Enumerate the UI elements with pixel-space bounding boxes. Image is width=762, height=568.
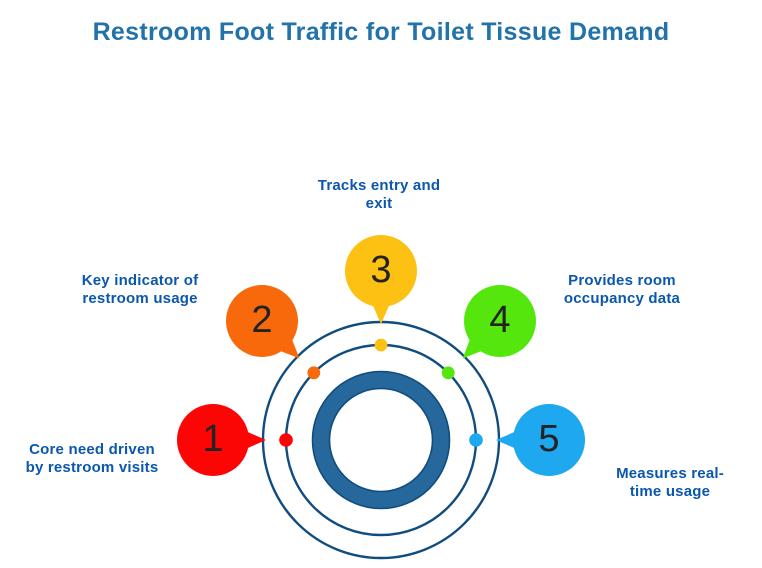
step-number-2: 2 (251, 299, 273, 342)
step-label-2: Key indicator of restroom usage (55, 272, 225, 308)
step-number-1: 1 (202, 418, 224, 461)
core-ring-inner-edge (328, 387, 434, 493)
step-bubble-1-circle (177, 404, 249, 476)
page-title: Restroom Foot Traffic for Toilet Tissue … (92, 18, 670, 46)
step-label-3-line-2: exit (365, 195, 393, 212)
step-label-1-line-2: by restroom visits (25, 459, 159, 476)
step-bubble-3-circle (345, 235, 417, 307)
step-label-5-line-2: time usage (629, 483, 711, 500)
step-dot-5 (469, 433, 483, 447)
step-dot-1 (279, 433, 293, 447)
step-label-1: Core need driven by restroom visits (2, 441, 182, 477)
core-ring (312, 371, 450, 509)
step-number-4: 4 (489, 299, 511, 342)
core-ring-outer-edge (311, 370, 451, 510)
step-number-5: 5 (538, 418, 560, 461)
step-label-4-line-2: occupancy data (563, 290, 681, 307)
step-label-3: Tracks entry and exit (294, 177, 464, 213)
step-bubble-1 (177, 404, 266, 476)
step-bubble-2-circle (226, 285, 298, 357)
step-label-4: Provides room occupancy data (537, 272, 707, 308)
step-label-5: Measures real- time usage (590, 465, 750, 501)
step-label-3-line-1: Tracks entry and (317, 177, 441, 194)
step-dot-2 (307, 366, 321, 380)
step-bubble-3 (345, 235, 417, 324)
step-label-5-line-1: Measures real- (616, 465, 724, 482)
step-label-1-line-1: Core need driven (29, 441, 155, 458)
step-dot-4 (441, 366, 455, 380)
step-label-2-line-2: restroom usage (82, 290, 198, 307)
step-label-2-line-1: Key indicator of (81, 272, 199, 289)
step-bubble-5 (496, 404, 585, 476)
step-label-4-line-1: Provides room (568, 272, 676, 289)
step-dot-3 (374, 338, 388, 352)
step-bubble-4-circle (464, 285, 536, 357)
step-bubble-4 (462, 285, 536, 359)
step-bubble-5-circle (513, 404, 585, 476)
step-bubble-2 (226, 285, 300, 359)
step-number-3: 3 (370, 249, 392, 292)
